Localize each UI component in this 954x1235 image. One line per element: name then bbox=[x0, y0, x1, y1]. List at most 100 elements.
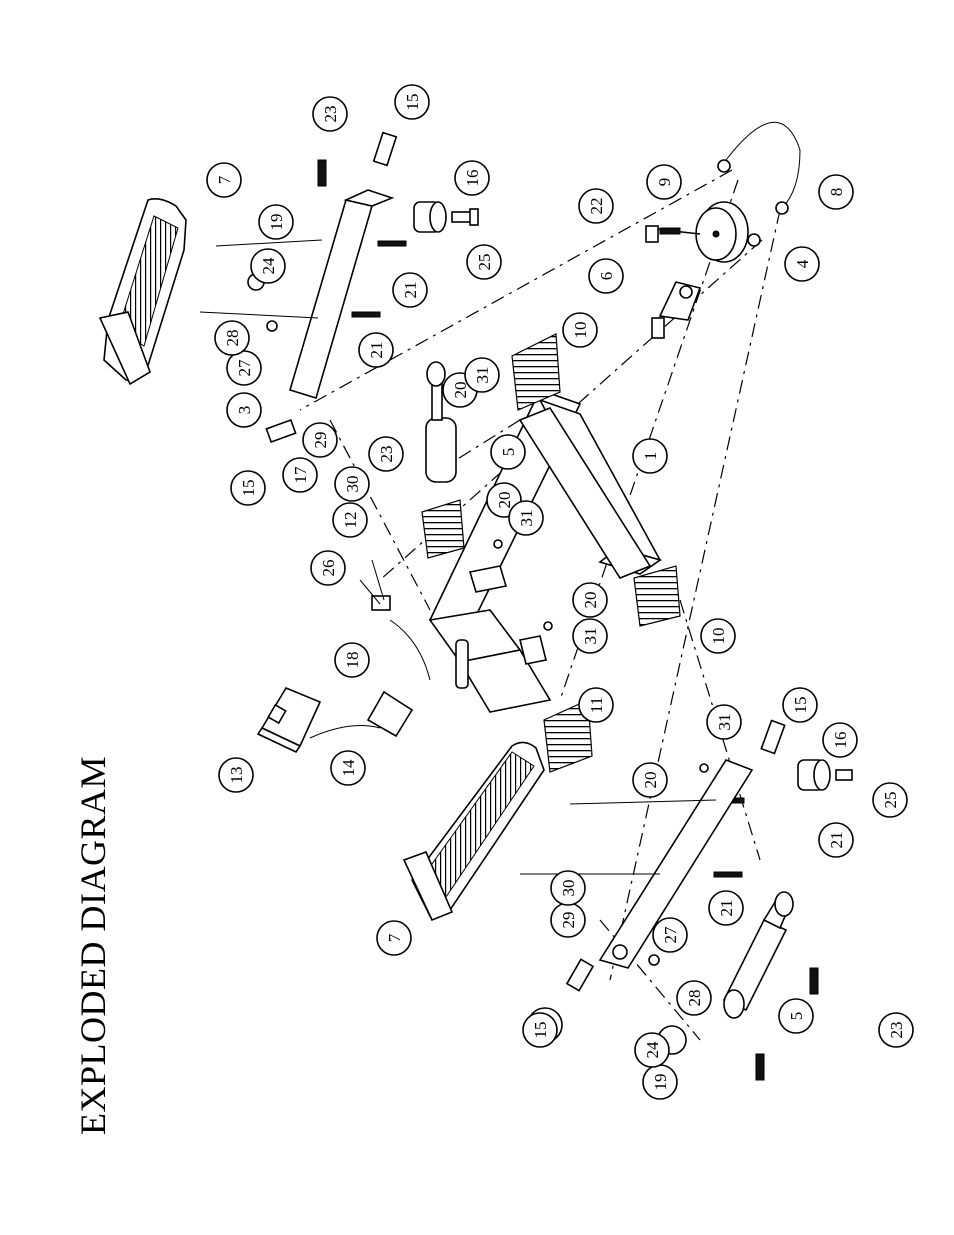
bracket-6 bbox=[651, 281, 702, 339]
callout-number: 15 bbox=[791, 697, 810, 714]
callout-number: 15 bbox=[239, 480, 258, 497]
callout-number: 11 bbox=[587, 697, 606, 713]
callout-24: 24 bbox=[250, 248, 286, 284]
callout-30: 30 bbox=[550, 870, 586, 906]
callout-16: 16 bbox=[454, 160, 490, 196]
callout-29: 29 bbox=[302, 422, 338, 458]
callout-number: 28 bbox=[223, 330, 242, 347]
callout-number: 21 bbox=[401, 282, 420, 299]
end-caps-11-12 bbox=[421, 499, 593, 773]
callout-number: 29 bbox=[559, 912, 578, 929]
callout-19: 19 bbox=[258, 204, 294, 240]
callout-number: 27 bbox=[235, 359, 254, 377]
callout-28: 28 bbox=[676, 980, 712, 1016]
callout-number: 31 bbox=[517, 510, 536, 527]
fasteners bbox=[247, 159, 819, 1081]
callout-14: 14 bbox=[330, 750, 366, 786]
callout-number: 20 bbox=[641, 772, 660, 789]
callout-number: 18 bbox=[343, 652, 362, 669]
callout-number: 10 bbox=[571, 322, 590, 339]
wheel-top bbox=[413, 201, 479, 233]
callout-number: 7 bbox=[385, 933, 404, 942]
callout-19: 19 bbox=[642, 1064, 678, 1100]
callout-23: 23 bbox=[368, 436, 404, 472]
callout-number: 25 bbox=[881, 792, 900, 809]
callout-number: 1 bbox=[641, 452, 660, 461]
callout-number: 22 bbox=[587, 198, 606, 215]
callout-number: 30 bbox=[559, 880, 578, 897]
callout-20: 20 bbox=[572, 582, 608, 618]
callout-number: 21 bbox=[717, 900, 736, 917]
callout-number: 25 bbox=[475, 254, 494, 271]
callout-11: 11 bbox=[578, 687, 614, 723]
callout-number: 12 bbox=[341, 512, 360, 529]
callout-1: 1 bbox=[632, 438, 668, 474]
callout-number: 23 bbox=[321, 106, 340, 123]
callout-15: 15 bbox=[522, 1012, 558, 1048]
callouts: 1234556778910101112131415151515161617181… bbox=[206, 84, 914, 1100]
callout-22: 22 bbox=[578, 188, 614, 224]
callout-number: 23 bbox=[377, 446, 396, 463]
callout-7: 7 bbox=[206, 162, 242, 198]
callout-5: 5 bbox=[490, 434, 526, 470]
callout-number: 14 bbox=[339, 759, 358, 777]
callout-number: 10 bbox=[709, 628, 728, 645]
callout-number: 8 bbox=[827, 188, 846, 197]
callout-number: 27 bbox=[661, 926, 680, 944]
callout-number: 9 bbox=[655, 178, 674, 187]
callout-number: 19 bbox=[651, 1074, 670, 1091]
callout-number: 26 bbox=[319, 560, 338, 577]
callout-number: 15 bbox=[531, 1022, 550, 1039]
callout-number: 13 bbox=[227, 767, 246, 784]
callout-number: 16 bbox=[463, 170, 482, 187]
pedal-arm-bottom bbox=[520, 719, 786, 992]
bracket-14 bbox=[309, 690, 414, 739]
callout-number: 23 bbox=[887, 1022, 906, 1039]
main-frame bbox=[428, 389, 662, 633]
callout-18: 18 bbox=[334, 642, 370, 678]
callout-number: 21 bbox=[367, 342, 386, 359]
center-body bbox=[428, 565, 552, 713]
callout-8: 8 bbox=[818, 174, 854, 210]
callout-28: 28 bbox=[214, 320, 250, 356]
callout-31: 31 bbox=[508, 500, 544, 536]
callout-9: 9 bbox=[646, 164, 682, 200]
callout-23: 23 bbox=[878, 1012, 914, 1048]
callout-5: 5 bbox=[778, 998, 814, 1034]
callout-number: 15 bbox=[403, 94, 422, 111]
wheel-bottom bbox=[797, 759, 853, 791]
callout-3: 3 bbox=[226, 392, 262, 428]
callout-number: 20 bbox=[495, 492, 514, 509]
callout-number: 4 bbox=[793, 259, 812, 268]
callout-29: 29 bbox=[550, 902, 586, 938]
callout-number: 7 bbox=[215, 175, 234, 184]
callout-31: 31 bbox=[464, 357, 500, 393]
callout-27: 27 bbox=[226, 350, 262, 386]
sensor-18 bbox=[359, 559, 431, 681]
callout-23: 23 bbox=[312, 96, 348, 132]
callout-25: 25 bbox=[872, 782, 908, 818]
callout-10: 10 bbox=[562, 312, 598, 348]
callout-15: 15 bbox=[230, 470, 266, 506]
callout-number: 19 bbox=[267, 214, 286, 231]
callout-21: 21 bbox=[708, 890, 744, 926]
callout-21: 21 bbox=[392, 272, 428, 308]
callout-number: 3 bbox=[235, 406, 254, 415]
callout-12: 12 bbox=[332, 502, 368, 538]
cable-8 bbox=[717, 122, 801, 215]
callout-number: 21 bbox=[827, 832, 846, 849]
callout-7: 7 bbox=[376, 920, 412, 956]
callout-number: 31 bbox=[473, 367, 492, 384]
callout-number: 30 bbox=[343, 476, 362, 493]
callout-15: 15 bbox=[782, 687, 818, 723]
callout-15: 15 bbox=[394, 84, 430, 120]
callout-number: 17 bbox=[291, 466, 310, 484]
callout-number: 5 bbox=[499, 448, 518, 457]
pedal-arm-top bbox=[199, 131, 398, 444]
callout-20: 20 bbox=[632, 762, 668, 798]
callout-25: 25 bbox=[466, 244, 502, 280]
callout-number: 5 bbox=[787, 1012, 806, 1021]
callout-16: 16 bbox=[822, 722, 858, 758]
callout-number: 31 bbox=[581, 628, 600, 645]
